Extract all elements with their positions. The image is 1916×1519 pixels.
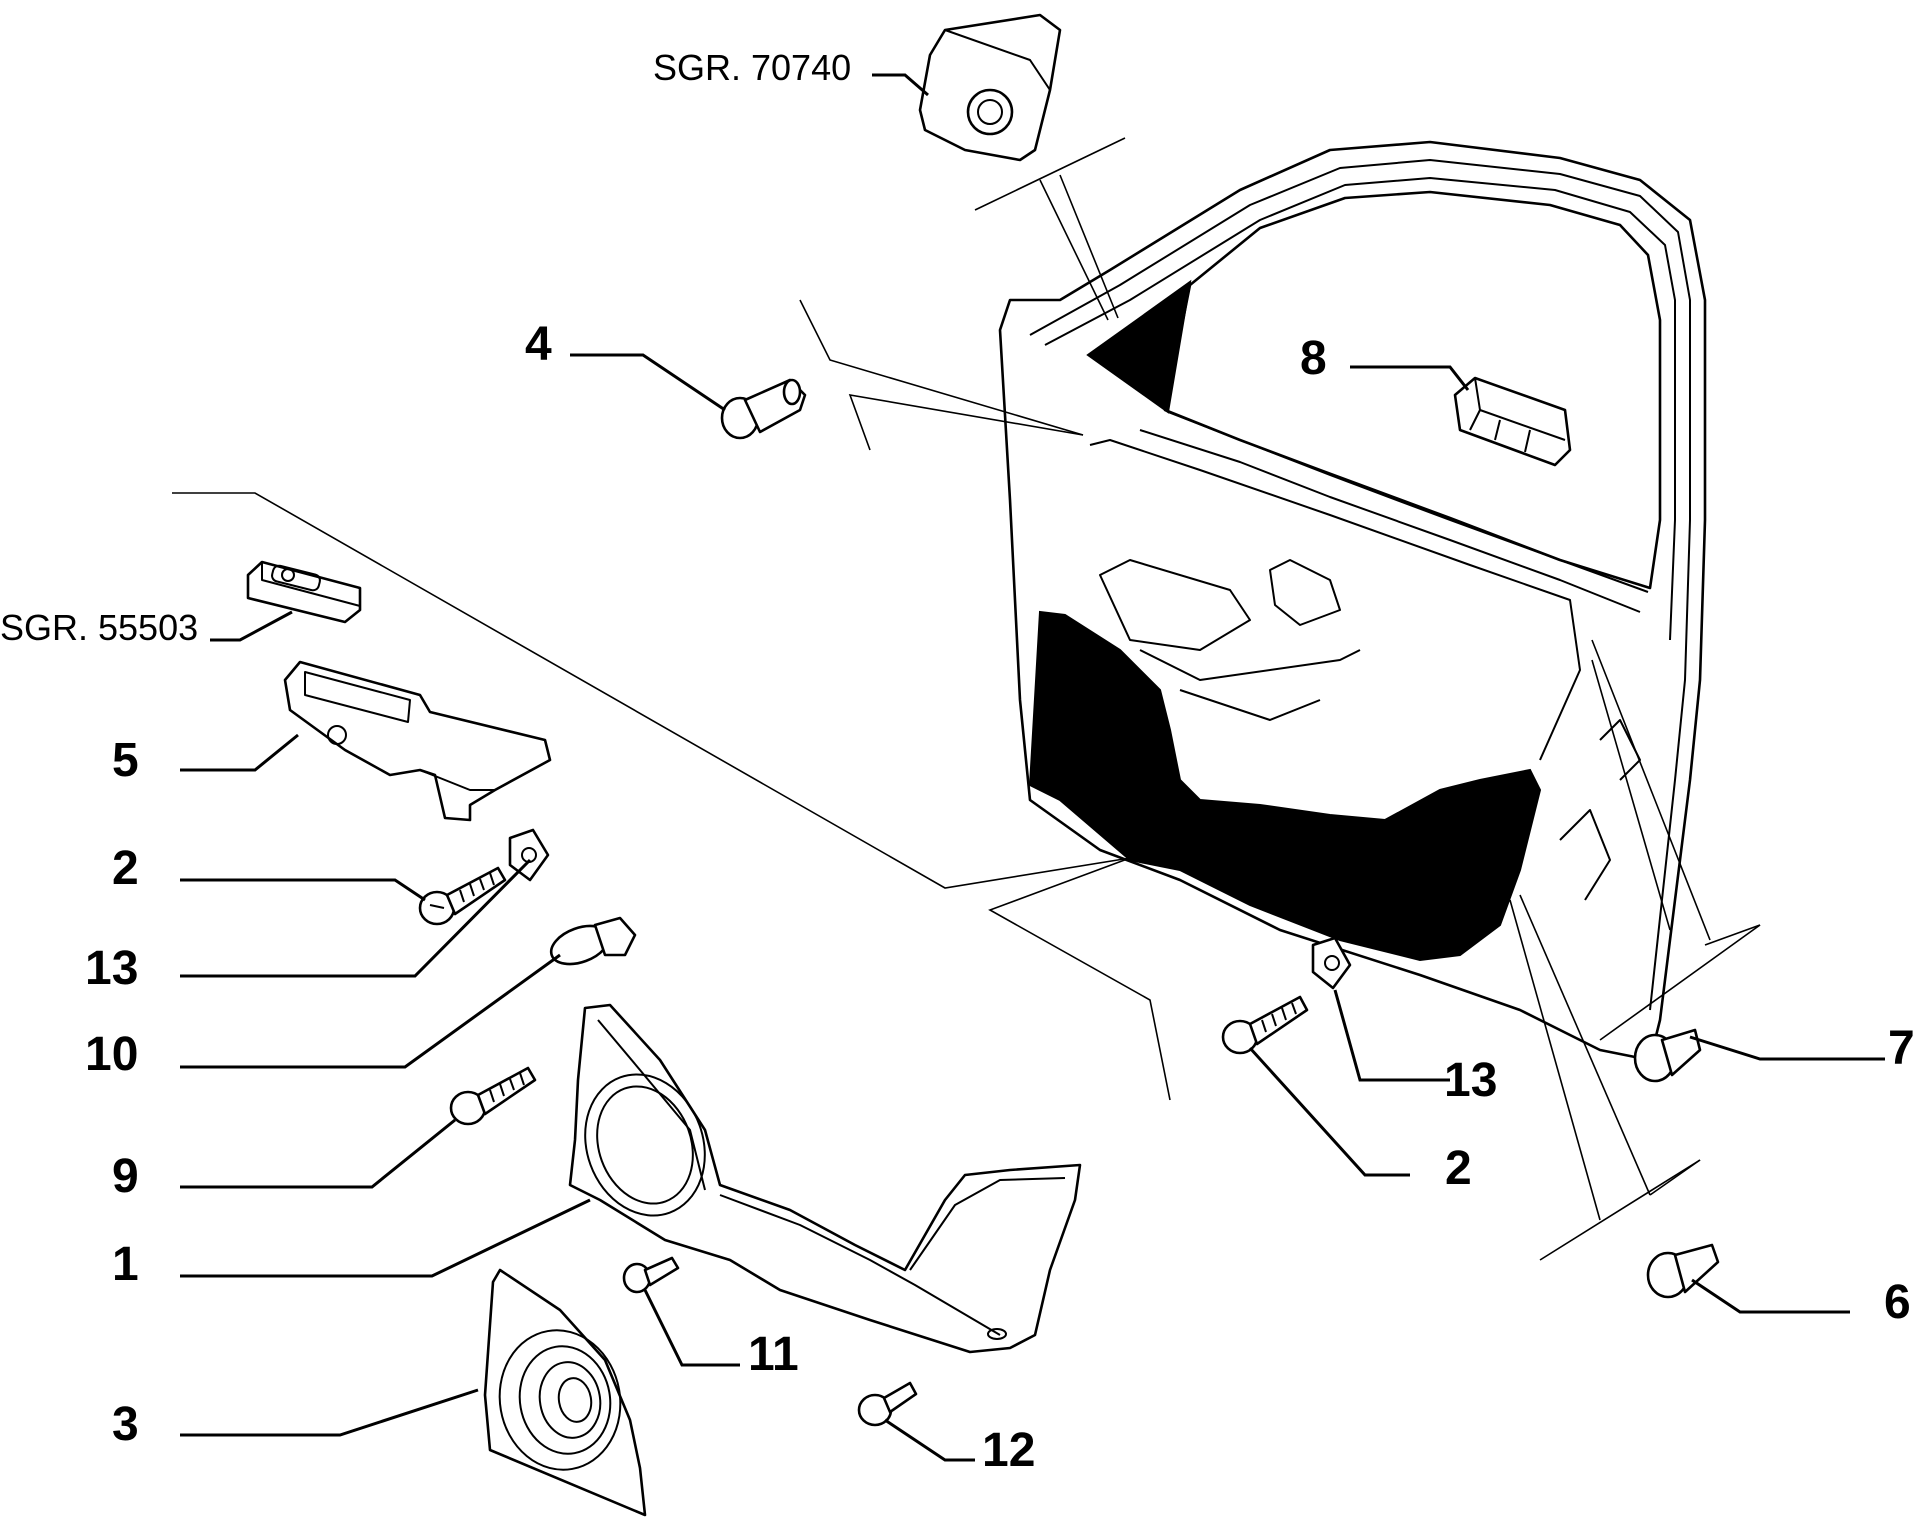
handle-bezel-part-5 (283, 660, 552, 822)
callout-8: 8 (1300, 332, 1327, 385)
callout-1: 1 (112, 1238, 139, 1291)
push-pin-part-11 (622, 1256, 680, 1294)
screw-part-2-right (1221, 995, 1309, 1055)
mirror-cap-part (918, 13, 1062, 162)
plug-part-10 (549, 916, 637, 966)
callout-5: 5 (112, 734, 139, 787)
callout-4: 4 (525, 318, 552, 371)
callout-10: 10 (85, 1028, 138, 1081)
screw-part-9 (449, 1066, 537, 1126)
push-clip-part-6 (1646, 1243, 1720, 1299)
push-clip-part-7 (1633, 1028, 1702, 1083)
washer-part-13-left (508, 828, 550, 882)
door-assembly (998, 140, 1707, 1062)
callout-11: 11 (748, 1328, 799, 1381)
trim-panel-part-1 (568, 1003, 1082, 1354)
washer-part-13-right (1311, 936, 1352, 990)
callout-leaders (180, 73, 1885, 1462)
screw-part-12 (857, 1381, 918, 1427)
callout-12: 12 (982, 1424, 1035, 1477)
callout-13-right: 13 (1444, 1054, 1497, 1107)
speaker-grille-part-3 (483, 1268, 647, 1517)
door-leaders (172, 137, 1761, 1261)
callout-7: 7 (1888, 1022, 1915, 1075)
push-clip-part-4 (720, 378, 807, 440)
callout-2-right: 2 (1445, 1142, 1472, 1195)
labels: SGR. 70740 SGR. 55503 4 8 5 2 13 10 9 1 … (0, 47, 1915, 1477)
switch-part (246, 560, 362, 624)
ref-sgr-70740: SGR. 70740 (653, 47, 851, 88)
callout-13-left: 13 (85, 942, 138, 995)
callout-9: 9 (112, 1150, 139, 1203)
callout-6: 6 (1884, 1276, 1911, 1329)
callout-3: 3 (112, 1398, 139, 1451)
ref-sgr-55503: SGR. 55503 (0, 607, 198, 648)
screw-part-2-left (418, 866, 507, 926)
callout-2-left: 2 (112, 842, 139, 895)
clip-part-8 (1453, 376, 1572, 467)
